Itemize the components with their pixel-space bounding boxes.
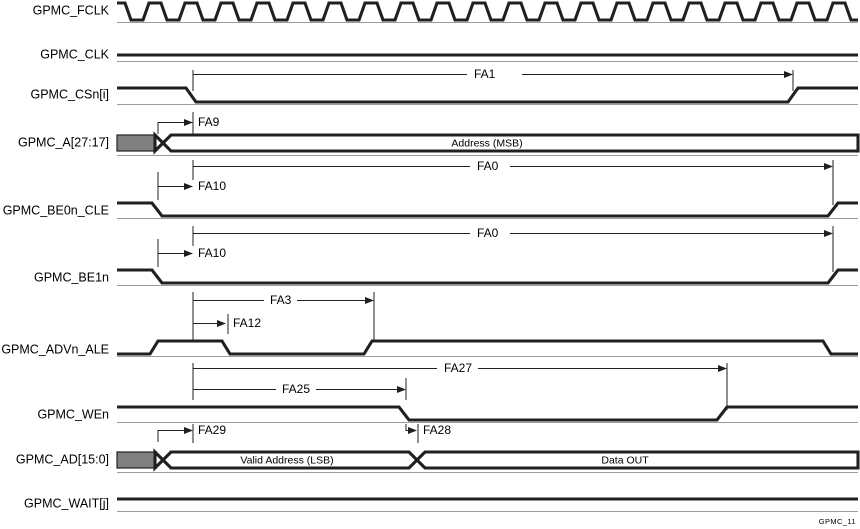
timing-measure-fa0-be1n: FA0 — [192, 226, 834, 272]
timing-measure-fa3: FA3 — [192, 292, 375, 340]
timing-label-fa0-be0n: FA0 — [477, 159, 499, 173]
fa10b-arrowhead — [184, 250, 193, 257]
signal-label-gpmc-csn: GPMC_CSn[i] — [31, 87, 110, 101]
signal-row-gpmc-clk: GPMC_CLK — [40, 47, 858, 62]
fa1-arrowhead-right — [784, 71, 793, 78]
fa28-arrowhead — [408, 427, 417, 434]
signal-row-gpmc-ad: GPMC_AD[15:0] Valid Address (LSB) Data O… — [16, 448, 860, 473]
timing-label-fa28: FA28 — [423, 423, 451, 437]
bus-body-valid-address — [153, 448, 420, 472]
bus-undefined-gpmc-ad — [116, 451, 156, 469]
fa10a-arrowhead — [184, 183, 193, 190]
timing-label-fa1: FA1 — [474, 67, 496, 81]
bus-body-gpmc-a — [153, 131, 860, 155]
timing-label-fa3: FA3 — [270, 293, 292, 307]
fa27-arrowhead — [718, 365, 727, 372]
figure-corner-tag: GPMC_11 — [819, 517, 856, 526]
waveform-gpmc-wen — [117, 405, 858, 422]
timing-label-fa10-be0n: FA10 — [198, 179, 226, 193]
bus-undefined-gpmc-a — [116, 134, 156, 152]
fa3-arrowhead — [365, 297, 374, 304]
timing-measure-fa12: FA12 — [192, 312, 261, 340]
waveform-gpmc-advn-ale — [117, 339, 858, 356]
timing-label-fa9: FA9 — [198, 115, 220, 129]
timing-label-fa0-be1n: FA0 — [477, 226, 499, 240]
timing-label-fa29: FA29 — [198, 423, 226, 437]
timing-measure-fa0-be0n: FA0 — [192, 159, 834, 205]
signal-label-gpmc-ad: GPMC_AD[15:0] — [16, 452, 109, 466]
timing-label-fa12: FA12 — [233, 316, 261, 330]
fa25-arrowhead — [397, 386, 406, 393]
waveform-gpmc-be1n — [117, 268, 858, 285]
signal-row-gpmc-wait: GPMC_WAIT[j] — [24, 496, 858, 512]
timing-measure-fa10-be1n: FA10 — [157, 239, 226, 267]
signal-row-gpmc-be1n: GPMC_BE1n — [34, 268, 858, 286]
signal-label-gpmc-fclk: GPMC_FCLK — [33, 3, 110, 17]
timing-measure-fa25: FA25 — [192, 378, 407, 400]
waveform-gpmc-be0n-cle — [117, 201, 858, 218]
fa12-arrowhead — [217, 320, 226, 327]
timing-measure-fa29: FA29 — [157, 423, 226, 443]
timing-label-fa25: FA25 — [282, 382, 310, 396]
signal-label-gpmc-be0n-cle: GPMC_BE0n_CLE — [3, 203, 109, 217]
signal-row-gpmc-advn-ale: GPMC_ADVn_ALE — [1, 339, 858, 357]
signal-label-gpmc-advn-ale: GPMC_ADVn_ALE — [1, 342, 109, 356]
fa9-arrowhead — [184, 119, 193, 126]
bus-body-data-out — [414, 450, 860, 470]
signal-row-gpmc-fclk: GPMC_FCLK — [33, 1, 858, 23]
fa0b-arrowhead — [824, 230, 833, 237]
timing-label-fa27: FA27 — [444, 361, 472, 375]
timing-label-fa10-be1n: FA10 — [198, 246, 226, 260]
fa29-arrowhead — [184, 427, 193, 434]
timing-measure-fa9: FA9 — [157, 112, 220, 135]
bus-value-valid-address-lsb: Valid Address (LSB) — [240, 454, 333, 466]
bus-value-address-msb: Address (MSB) — [451, 137, 522, 149]
signal-label-gpmc-a: GPMC_A[27:17] — [18, 135, 109, 149]
timing-measure-fa10-be0n: FA10 — [157, 172, 226, 200]
waveform-gpmc-csn — [117, 86, 858, 104]
bus-value-data-out: Data OUT — [601, 454, 649, 466]
waveform-gpmc-fclk — [117, 1, 858, 22]
timing-measure-fa1: FA1 — [192, 67, 794, 91]
signal-label-gpmc-clk: GPMC_CLK — [40, 47, 109, 61]
signal-label-gpmc-be1n: GPMC_BE1n — [34, 270, 109, 284]
timing-measure-fa28: FA28 — [405, 423, 451, 443]
signal-row-gpmc-wen: GPMC_WEn — [37, 405, 858, 423]
signal-label-gpmc-wen: GPMC_WEn — [37, 407, 109, 421]
signal-row-gpmc-be0n-cle: GPMC_BE0n_CLE — [3, 201, 858, 219]
signal-row-gpmc-csn: GPMC_CSn[i] — [31, 86, 858, 105]
signal-label-gpmc-wait: GPMC_WAIT[j] — [24, 496, 109, 510]
timing-measure-fa27: FA27 — [192, 361, 728, 410]
signal-row-gpmc-a: GPMC_A[27:17] Address (MSB) — [18, 131, 860, 156]
fa0a-arrowhead — [824, 163, 833, 170]
